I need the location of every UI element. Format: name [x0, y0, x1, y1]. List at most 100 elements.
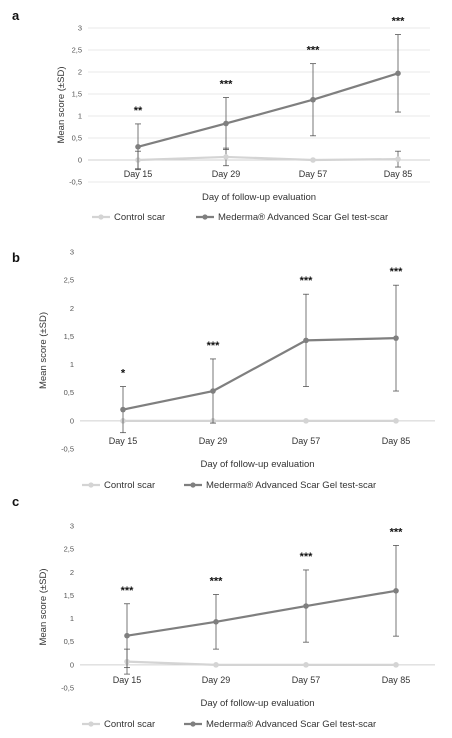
- y-tick-label: 1,5: [64, 591, 74, 600]
- series-control-scar: [135, 147, 401, 170]
- significance-marker: ***: [207, 340, 221, 352]
- data-point: [223, 154, 229, 160]
- y-tick-label: 0: [70, 416, 74, 425]
- data-point: [303, 662, 309, 668]
- data-point: [393, 335, 399, 341]
- significance-marker: ***: [300, 551, 314, 563]
- legend-label-mederma: Mederma® Advanced Scar Gel test-scar: [206, 480, 376, 491]
- significance-marker: *: [121, 368, 126, 380]
- y-axis-title: Mean score (±SD): [38, 568, 49, 645]
- series-mederma-test-scar: [120, 284, 399, 434]
- significance-marker: ***: [121, 585, 135, 597]
- y-tick-label: 3: [70, 522, 74, 531]
- series-mederma-test-scar: [135, 34, 401, 171]
- legend-label-control: Control scar: [104, 719, 155, 730]
- y-tick-label: 2,5: [64, 545, 74, 554]
- x-tick-label: Day 85: [382, 436, 411, 446]
- data-point: [303, 603, 309, 609]
- panel-label: c: [12, 494, 19, 509]
- data-point: [223, 120, 229, 127]
- x-axis-title: Day of follow-up evaluation: [202, 192, 316, 203]
- x-tick-label: Day 15: [109, 436, 138, 446]
- y-axis-title: Mean score (±SD): [56, 66, 67, 143]
- y-tick-label: 1,5: [72, 90, 82, 99]
- significance-marker: ***: [390, 266, 404, 278]
- y-tick-label: 0: [78, 156, 82, 165]
- data-point: [310, 96, 316, 103]
- x-tick-label: Day 57: [292, 436, 321, 446]
- legend-marker-control: [88, 482, 94, 488]
- y-tick-label: 1: [78, 112, 82, 121]
- x-tick-label: Day 15: [113, 675, 142, 685]
- legend-marker-control: [88, 721, 94, 727]
- data-point: [303, 337, 309, 344]
- data-point: [393, 588, 399, 594]
- significance-marker: **: [134, 105, 143, 117]
- y-tick-label: 2,5: [72, 46, 82, 55]
- data-point: [213, 619, 219, 625]
- data-point: [393, 418, 399, 424]
- data-point: [120, 406, 126, 413]
- significance-marker: ***: [392, 16, 406, 28]
- y-tick-label: 1: [70, 360, 74, 369]
- y-tick-label: -0,5: [61, 684, 74, 693]
- significance-marker: ***: [300, 275, 314, 287]
- x-tick-label: Day 15: [124, 169, 153, 179]
- x-tick-label: Day 29: [212, 169, 241, 179]
- y-tick-label: 0,5: [64, 637, 74, 646]
- y-tick-label: 3: [70, 248, 74, 257]
- data-point: [124, 632, 130, 639]
- series-line: [126, 589, 397, 637]
- y-axis-title: Mean score (±SD): [38, 312, 49, 389]
- series-line: [122, 337, 397, 411]
- y-tick-label: 1,5: [64, 332, 74, 341]
- x-tick-label: Day 57: [292, 675, 321, 685]
- x-axis-title: Day of follow-up evaluation: [200, 459, 314, 470]
- panel-label: a: [12, 8, 20, 23]
- significance-marker: ***: [390, 526, 404, 538]
- x-tick-label: Day 85: [382, 675, 411, 685]
- y-tick-label: -0,5: [69, 178, 82, 187]
- series-line: [137, 155, 399, 162]
- data-point: [393, 662, 399, 668]
- legend-label-mederma: Mederma® Advanced Scar Gel test-scar: [206, 719, 376, 730]
- x-tick-label: Day 85: [384, 169, 413, 179]
- data-point: [310, 157, 316, 163]
- significance-marker: ***: [210, 576, 224, 588]
- legend: Control scar Mederma® Advanced Scar Gel t…: [92, 212, 388, 223]
- y-tick-label: 2: [70, 304, 74, 313]
- data-point: [210, 388, 216, 394]
- data-point: [135, 144, 141, 150]
- data-point: [213, 662, 219, 668]
- legend-label-control: Control scar: [104, 480, 155, 491]
- y-tick-label: 2: [70, 568, 74, 577]
- y-tick-label: 3: [78, 24, 82, 33]
- y-tick-label: 0: [70, 660, 74, 669]
- x-tick-label: Day 29: [202, 675, 231, 685]
- data-point: [395, 156, 401, 162]
- significance-marker: ***: [220, 79, 234, 91]
- legend-marker-mederma: [190, 721, 196, 727]
- legend-label-control: Control scar: [114, 212, 165, 223]
- legend-marker-mederma: [202, 214, 208, 220]
- legend: Control scar Mederma® Advanced Scar Gel t…: [82, 719, 376, 730]
- y-tick-label: -0,5: [61, 445, 74, 454]
- series-line: [126, 660, 396, 666]
- legend-marker-control: [98, 214, 104, 220]
- y-tick-label: 2,5: [64, 276, 74, 285]
- series-mederma-test-scar: [124, 545, 399, 669]
- x-tick-label: Day 57: [299, 169, 328, 179]
- data-point: [303, 418, 309, 424]
- series-control-scar: [124, 648, 399, 675]
- series-line: [137, 72, 399, 148]
- panel-label: b: [12, 250, 20, 265]
- x-axis-title: Day of follow-up evaluation: [200, 698, 314, 709]
- legend-label-mederma: Mederma® Advanced Scar Gel test-scar: [218, 212, 388, 223]
- y-tick-label: 0,5: [64, 388, 74, 397]
- x-tick-label: Day 29: [199, 436, 228, 446]
- legend: Control scar Mederma® Advanced Scar Gel t…: [82, 480, 376, 491]
- y-tick-label: 1: [70, 614, 74, 623]
